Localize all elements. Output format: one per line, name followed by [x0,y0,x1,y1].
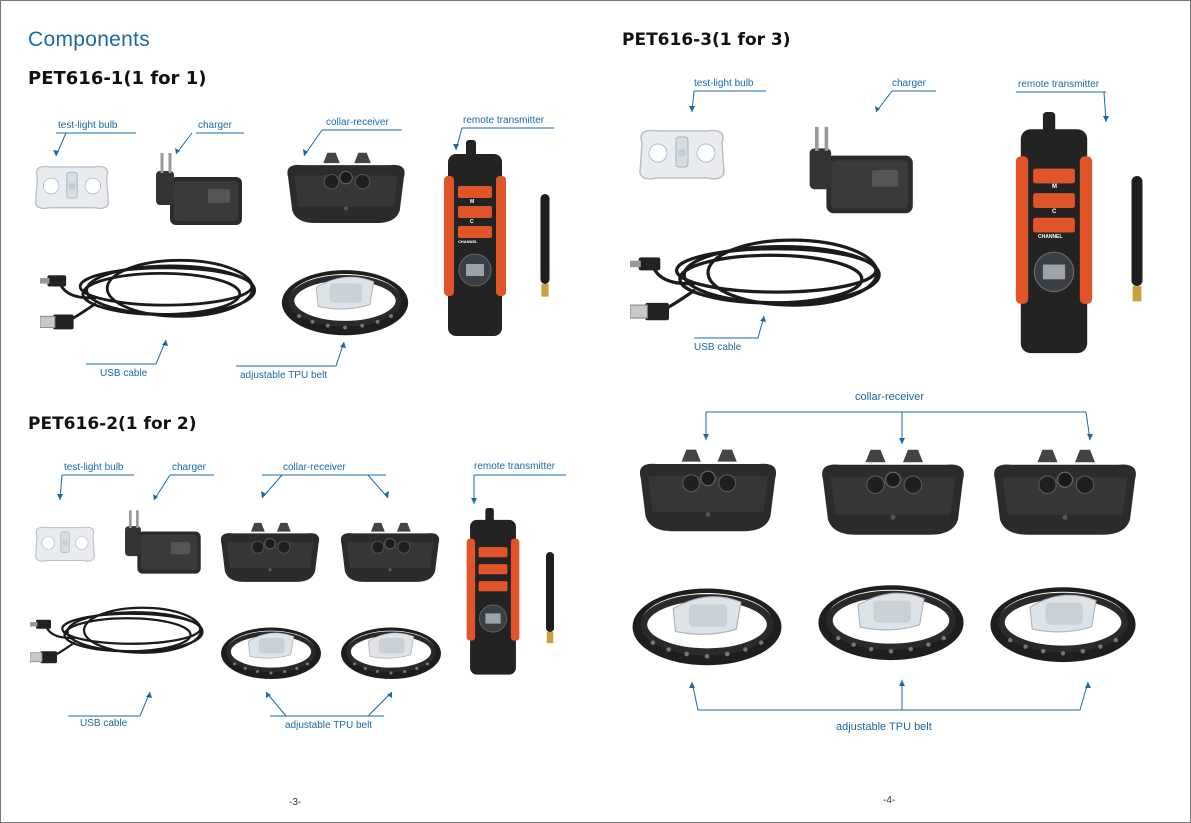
kit-1-label-tpu-belt: adjustable TPU belt [240,370,328,381]
kit-1-label-collar-receiver: collar-receiver [326,117,389,128]
kit-3-label-remote-transmitter: remote transmitter [1018,79,1100,90]
kit-1-label-usb-cable: USB cable [100,368,148,379]
kit-2-label-tpu-belt: adjustable TPU belt [285,720,373,731]
kit-2-label-remote-transmitter: remote transmitter [474,461,556,472]
kit-1-remote-button-channel: CHANNEL [458,239,478,244]
kit-2-title: PET616-2(1 for 2) [28,414,197,434]
kit-2-label-collar-receiver: collar-receiver [283,462,346,473]
kit-3-label-collar-receiver: collar-receiver [855,391,925,403]
kit-2-label-charger: charger [172,462,206,473]
kit-1-title: PET616-1(1 for 1) [28,68,207,89]
kit-1-remote-button-m: M [470,199,475,205]
kit-3-remote-button-m: M [1052,184,1057,190]
kit-1-label-test-light-bulb: test-light bulb [58,120,118,131]
kit-3-label-tpu-belt: adjustable TPU belt [836,721,932,733]
kit-2-label-usb-cable: USB cable [80,718,128,729]
kit-3-label-charger: charger [892,78,926,89]
kit-3-label-test-light-bulb: test-light bulb [694,78,754,89]
page-number-left: -3- [289,797,302,808]
page-number-right: -4- [883,795,896,806]
kit-3-remote-button-c: C [1052,209,1057,215]
kit-1-bulb [34,165,110,210]
kit-1-label-remote-transmitter: remote transmitter [463,115,545,126]
kit-3-remote-button-channel: CHANNEL [1038,234,1063,240]
kit-1-remote-button-c: C [470,219,474,225]
kit-2-label-test-light-bulb: test-light bulb [64,462,124,473]
kit-3-title: PET616-3(1 for 3) [622,30,791,50]
kit-3-label-usb-cable: USB cable [694,342,742,353]
section-title: Components [28,28,151,51]
kit-1-label-charger: charger [198,120,232,131]
